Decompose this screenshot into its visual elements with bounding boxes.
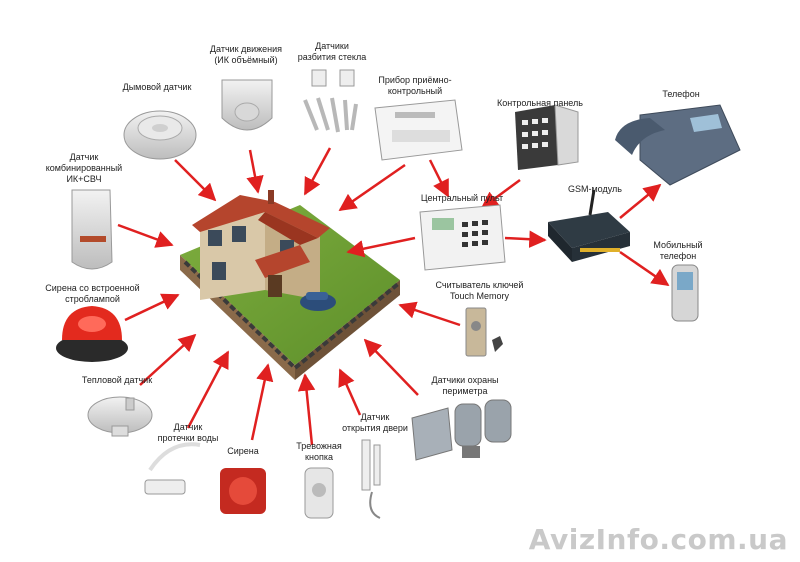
- house-illustration: [180, 190, 400, 380]
- label-control-panel: Контрольная панель: [497, 98, 583, 108]
- label-gsm-module: GSM-модуль: [568, 184, 622, 194]
- label-panic-button: Тревожная кнопка: [296, 441, 342, 462]
- arrow-key-reader: [398, 301, 461, 327]
- arrow-motion: [246, 149, 264, 194]
- arrows: [117, 147, 670, 446]
- arrow-gsm-to-phone: [619, 183, 662, 219]
- arrow-controldev-to-central: [428, 159, 450, 198]
- siren-device: [220, 468, 266, 514]
- label-phone: Телефон: [662, 89, 700, 99]
- control-panel-device: [515, 104, 579, 170]
- key-reader-device: [465, 307, 503, 357]
- central-console-device: [419, 204, 506, 271]
- gsm-module-device: [548, 189, 630, 262]
- arrow-panel-to-central: [480, 178, 521, 210]
- label-key-reader: Считыватель ключей Touch Memory: [435, 280, 524, 301]
- arrow-glass: [303, 147, 332, 196]
- leak-sensor-device: [144, 442, 201, 495]
- label-glass-break: Датчики разбития стекла: [297, 41, 367, 62]
- watermark: AvizInfo.com.ua: [528, 523, 788, 556]
- mobile-phone-device: [671, 264, 699, 322]
- heat-detector-device: [87, 396, 153, 437]
- arrow-gsm-to-mobile: [619, 250, 670, 287]
- arrow-central-to-gsm: [504, 230, 547, 248]
- label-heat-detector: Тепловой датчик: [81, 375, 153, 385]
- arrow-leak: [186, 350, 230, 429]
- arrow-panic: [297, 373, 316, 446]
- arrow-combined: [117, 223, 174, 248]
- label-siren-strobe: Сирена со встроенной строблампой: [45, 283, 140, 304]
- phone-device: [615, 104, 741, 186]
- arrow-control-device: [338, 163, 406, 212]
- arrow-smoke: [174, 159, 217, 202]
- door-sensor-device: [361, 439, 381, 519]
- label-leak-sensor: Датчик протечки воды: [157, 422, 219, 443]
- label-combined-sensor: Датчик комбинированный ИК+СВЧ: [45, 152, 123, 184]
- arrow-siren: [250, 363, 274, 441]
- glass-break-device: [303, 69, 358, 133]
- arrow-door: [338, 368, 362, 416]
- label-smoke-detector: Дымовой датчик: [122, 82, 192, 92]
- smoke-detector-device: [123, 110, 197, 160]
- arrow-siren-strobe: [124, 293, 180, 322]
- panic-button-device: [304, 467, 334, 519]
- motion-detector-device: [221, 79, 273, 131]
- label-central-console: Центральный пульт: [420, 193, 504, 203]
- arrow-perimeter: [363, 338, 419, 396]
- label-motion-detector: Датчик движения (ИК объёмный): [209, 44, 283, 65]
- label-siren: Сирена: [227, 446, 259, 456]
- siren-strobe-device: [56, 306, 128, 362]
- perimeter-sensors-device: [411, 399, 512, 461]
- control-device-box: [374, 99, 463, 161]
- label-perimeter-sensors: Датчики охраны периметра: [431, 375, 499, 396]
- arrow-heat: [139, 333, 197, 386]
- label-door-sensor: Датчик открытия двери: [342, 412, 408, 433]
- arrow-central: [346, 236, 416, 258]
- label-mobile-phone: Мобильный телефон: [653, 240, 703, 261]
- combined-sensor-device: [71, 189, 113, 270]
- label-control-device: Прибор приёмно- контрольный: [378, 75, 452, 96]
